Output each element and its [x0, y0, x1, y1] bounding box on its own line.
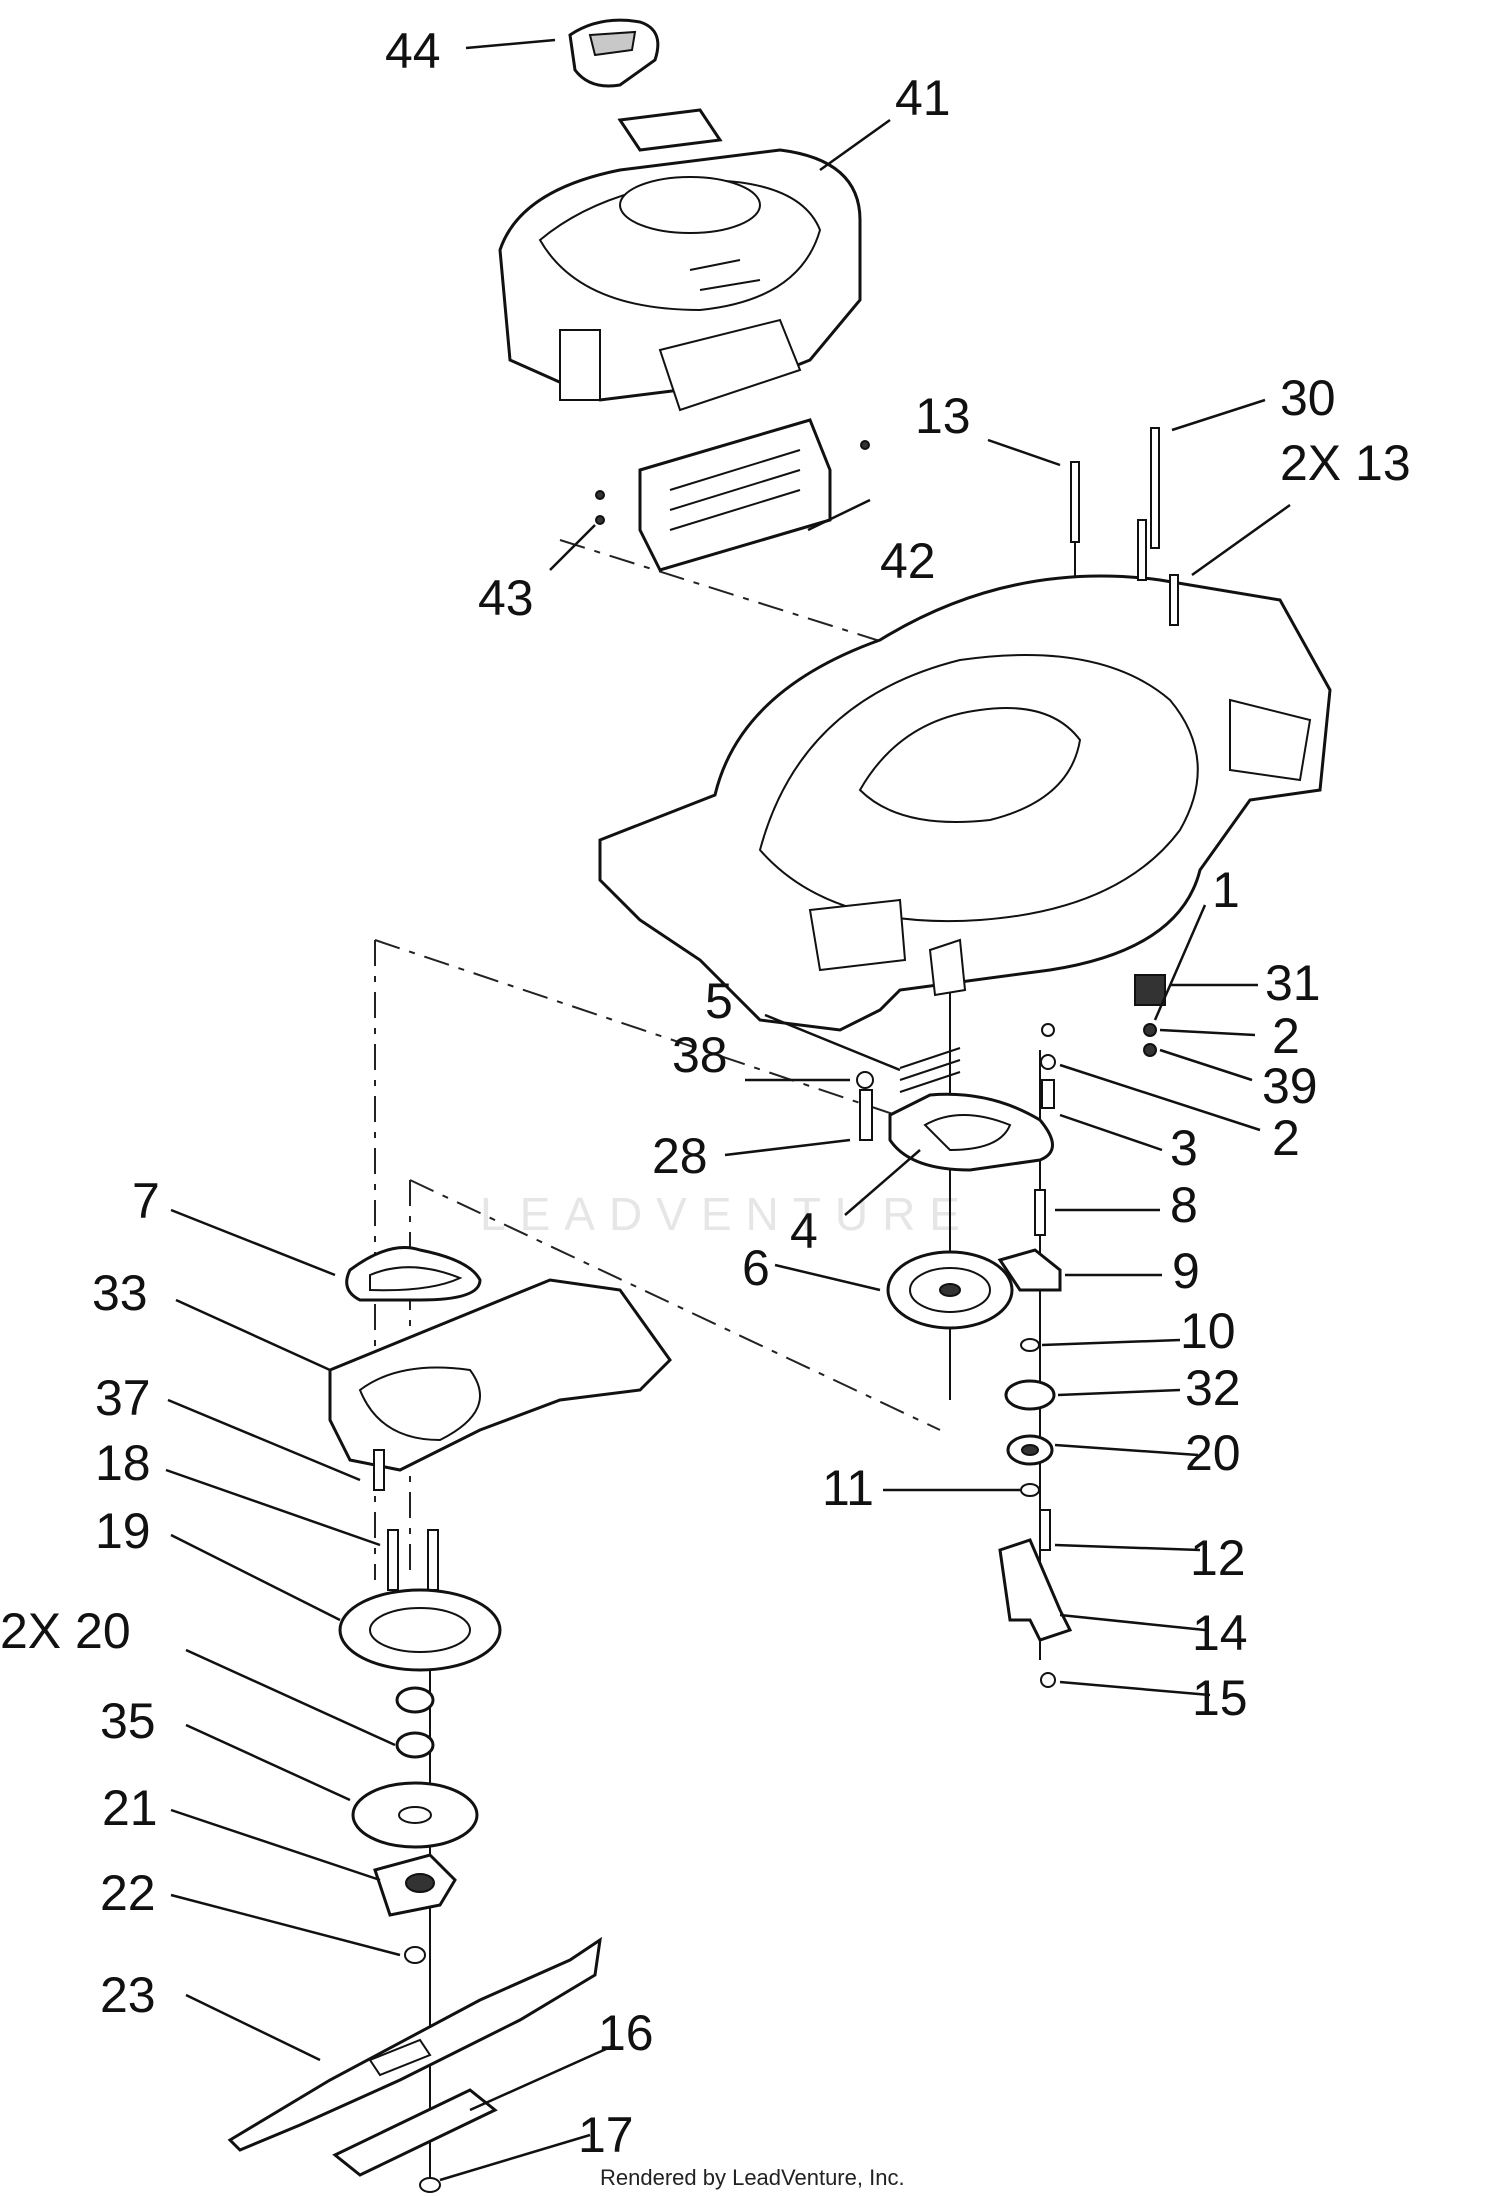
mower-deck: [598, 574, 1332, 1032]
watermark: LEADVENTURE: [480, 1188, 974, 1240]
callout-17: 17: [578, 2107, 634, 2163]
screws: [595, 440, 870, 525]
callout-41: 41: [895, 70, 951, 126]
callout-20: 20: [1185, 1425, 1241, 1481]
callout-42: 42: [880, 533, 936, 589]
callout-21: 21: [102, 1780, 158, 1836]
deck-bolts: [1070, 427, 1179, 626]
callout-11: 11: [822, 1460, 874, 1516]
callout-37: 37: [95, 1370, 151, 1426]
footer-credit: Rendered by LeadVenture, Inc.: [600, 2165, 905, 2190]
callout-16: 16: [598, 2005, 654, 2061]
callout-2x20: 2X 20: [0, 1603, 131, 1659]
callouts: 44 41 13 30 2X 13 43 42 1 31 2 5 38 39 2…: [0, 23, 1411, 2163]
callout-32: 32: [1185, 1360, 1241, 1416]
callout-15: 15: [1192, 1670, 1248, 1726]
idler-assembly: [856, 974, 1166, 1688]
callout-44: 44: [385, 23, 441, 79]
callout-4: 4: [790, 1203, 818, 1259]
callout-35: 35: [100, 1693, 156, 1749]
callout-43: 43: [478, 570, 534, 626]
callout-31: 31: [1265, 955, 1321, 1011]
shroud: [638, 418, 832, 572]
callout-2x13: 2X 13: [1280, 435, 1411, 491]
callout-6: 6: [742, 1240, 770, 1296]
callout-5: 5: [705, 973, 733, 1029]
callout-19: 19: [95, 1503, 151, 1559]
callout-13-top: 13: [915, 388, 971, 444]
callout-8: 8: [1170, 1177, 1198, 1233]
callout-23: 23: [100, 1967, 156, 2023]
callout-18: 18: [95, 1435, 151, 1491]
callout-2-lower: 2: [1272, 1110, 1300, 1166]
leader-lines: [165, 38, 1291, 2182]
callout-22: 22: [100, 1865, 156, 1921]
callout-7: 7: [132, 1173, 160, 1229]
callout-14: 14: [1192, 1605, 1248, 1661]
callout-28: 28: [652, 1128, 708, 1184]
callout-12: 12: [1190, 1530, 1246, 1586]
decal: [568, 18, 660, 88]
callout-38: 38: [672, 1027, 728, 1083]
callout-3: 3: [1170, 1120, 1198, 1176]
callout-2-upper: 2: [1272, 1008, 1300, 1064]
engine: [498, 108, 862, 412]
callout-30: 30: [1280, 370, 1336, 426]
blade-drive-assembly: [227, 1246, 672, 2193]
callout-33: 33: [92, 1265, 148, 1321]
callout-10: 10: [1180, 1303, 1236, 1359]
callout-9: 9: [1172, 1243, 1200, 1299]
callout-1: 1: [1212, 862, 1240, 918]
callout-39: 39: [1262, 1058, 1318, 1114]
